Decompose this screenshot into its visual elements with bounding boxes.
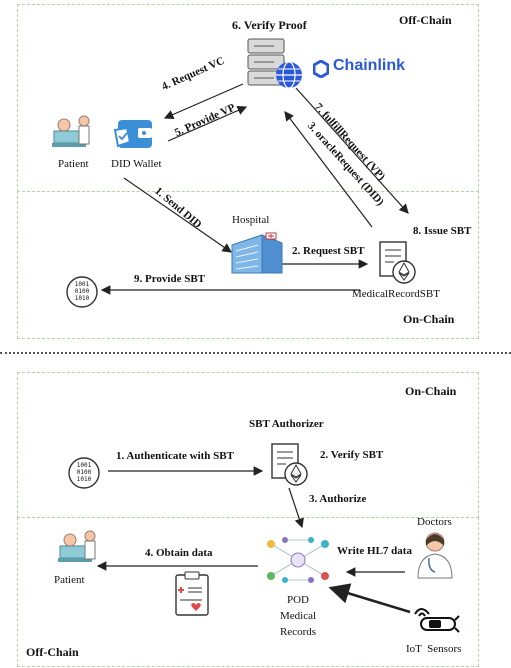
patient-label: Patient	[58, 158, 89, 170]
binary-row: 1010	[76, 476, 92, 483]
chainlink-label: Chainlink	[333, 57, 406, 74]
sbt-token-binary: 1001 0100 1010	[70, 281, 94, 302]
bottom-offchain-label: Off-Chain	[26, 645, 79, 659]
sbt-authorizer-label: SBT Authorizer	[249, 418, 324, 430]
chainlink-icon	[313, 60, 329, 78]
bottom-offchain-zone	[17, 517, 479, 667]
verify-sbt-label: 2. Verify SBT	[320, 449, 384, 461]
request-sbt-label: 2. Request SBT	[292, 245, 365, 257]
arrow-provide-vp	[167, 105, 248, 142]
sbt-authorizer-icon	[271, 443, 308, 486]
sbt-token-icon	[66, 276, 98, 308]
issue-sbt-label: 8. Issue SBT	[413, 225, 472, 237]
sbt-token-binary: 1001 0100 1010	[72, 462, 96, 483]
did-wallet-icon	[113, 120, 152, 148]
patient-label: Patient	[54, 574, 85, 586]
patient-icon	[52, 115, 90, 147]
top-onchain-zone	[17, 191, 479, 339]
pod-label-line: POD	[286, 594, 309, 606]
doctor-icon	[417, 532, 453, 579]
write-hl7-label: Write HL7 data	[337, 545, 412, 557]
arrow-request-vc	[163, 83, 244, 120]
did-wallet-label: DID Wallet	[111, 158, 162, 170]
binary-row: 0100	[74, 288, 90, 295]
arrow-oracle	[284, 111, 373, 228]
pod-label-line: Medical	[279, 610, 317, 622]
medical-record-sbt-icon	[379, 241, 416, 284]
binary-row: 1001	[74, 281, 90, 288]
arrow-fulfill	[295, 87, 409, 214]
binary-row: 0100	[76, 469, 92, 476]
top-onchain-label: On-Chain	[403, 312, 455, 326]
clipboard-icon	[175, 571, 209, 616]
section-separator	[0, 352, 511, 354]
arrow-iot	[328, 583, 411, 614]
hospital-label: Hospital	[232, 214, 270, 226]
hospital-icon	[231, 232, 283, 274]
iot-sensor-icon	[414, 608, 460, 633]
arrow-send-did	[123, 177, 232, 253]
sbt-token-icon	[68, 457, 100, 489]
server-icon	[247, 38, 302, 89]
medical-record-sbt-label: MedicalRecordSBT	[352, 288, 440, 300]
pod-label: POD Medical Records	[268, 592, 328, 640]
top-offchain-label: Off-Chain	[399, 13, 452, 27]
authorize-label: 3. Authorize	[309, 493, 367, 505]
obtain-label: 4. Obtain data	[145, 547, 213, 559]
arrow-authorize	[288, 487, 304, 529]
bottom-onchain-label: On-Chain	[405, 384, 457, 398]
doctors-label: Doctors	[417, 516, 452, 528]
authenticate-label: 1. Authenticate with SBT	[116, 450, 234, 462]
binary-row: 1010	[74, 295, 90, 302]
iot-sensors-label: IoT Sensors	[406, 643, 462, 655]
pod-label-line: Records	[279, 626, 317, 638]
binary-row: 1001	[76, 462, 92, 469]
provide-sbt-label: 9. Provide SBT	[134, 273, 206, 285]
verify-proof-label: 6. Verify Proof	[232, 18, 307, 32]
pod-network-icon	[267, 537, 329, 583]
patient-icon	[58, 530, 96, 562]
